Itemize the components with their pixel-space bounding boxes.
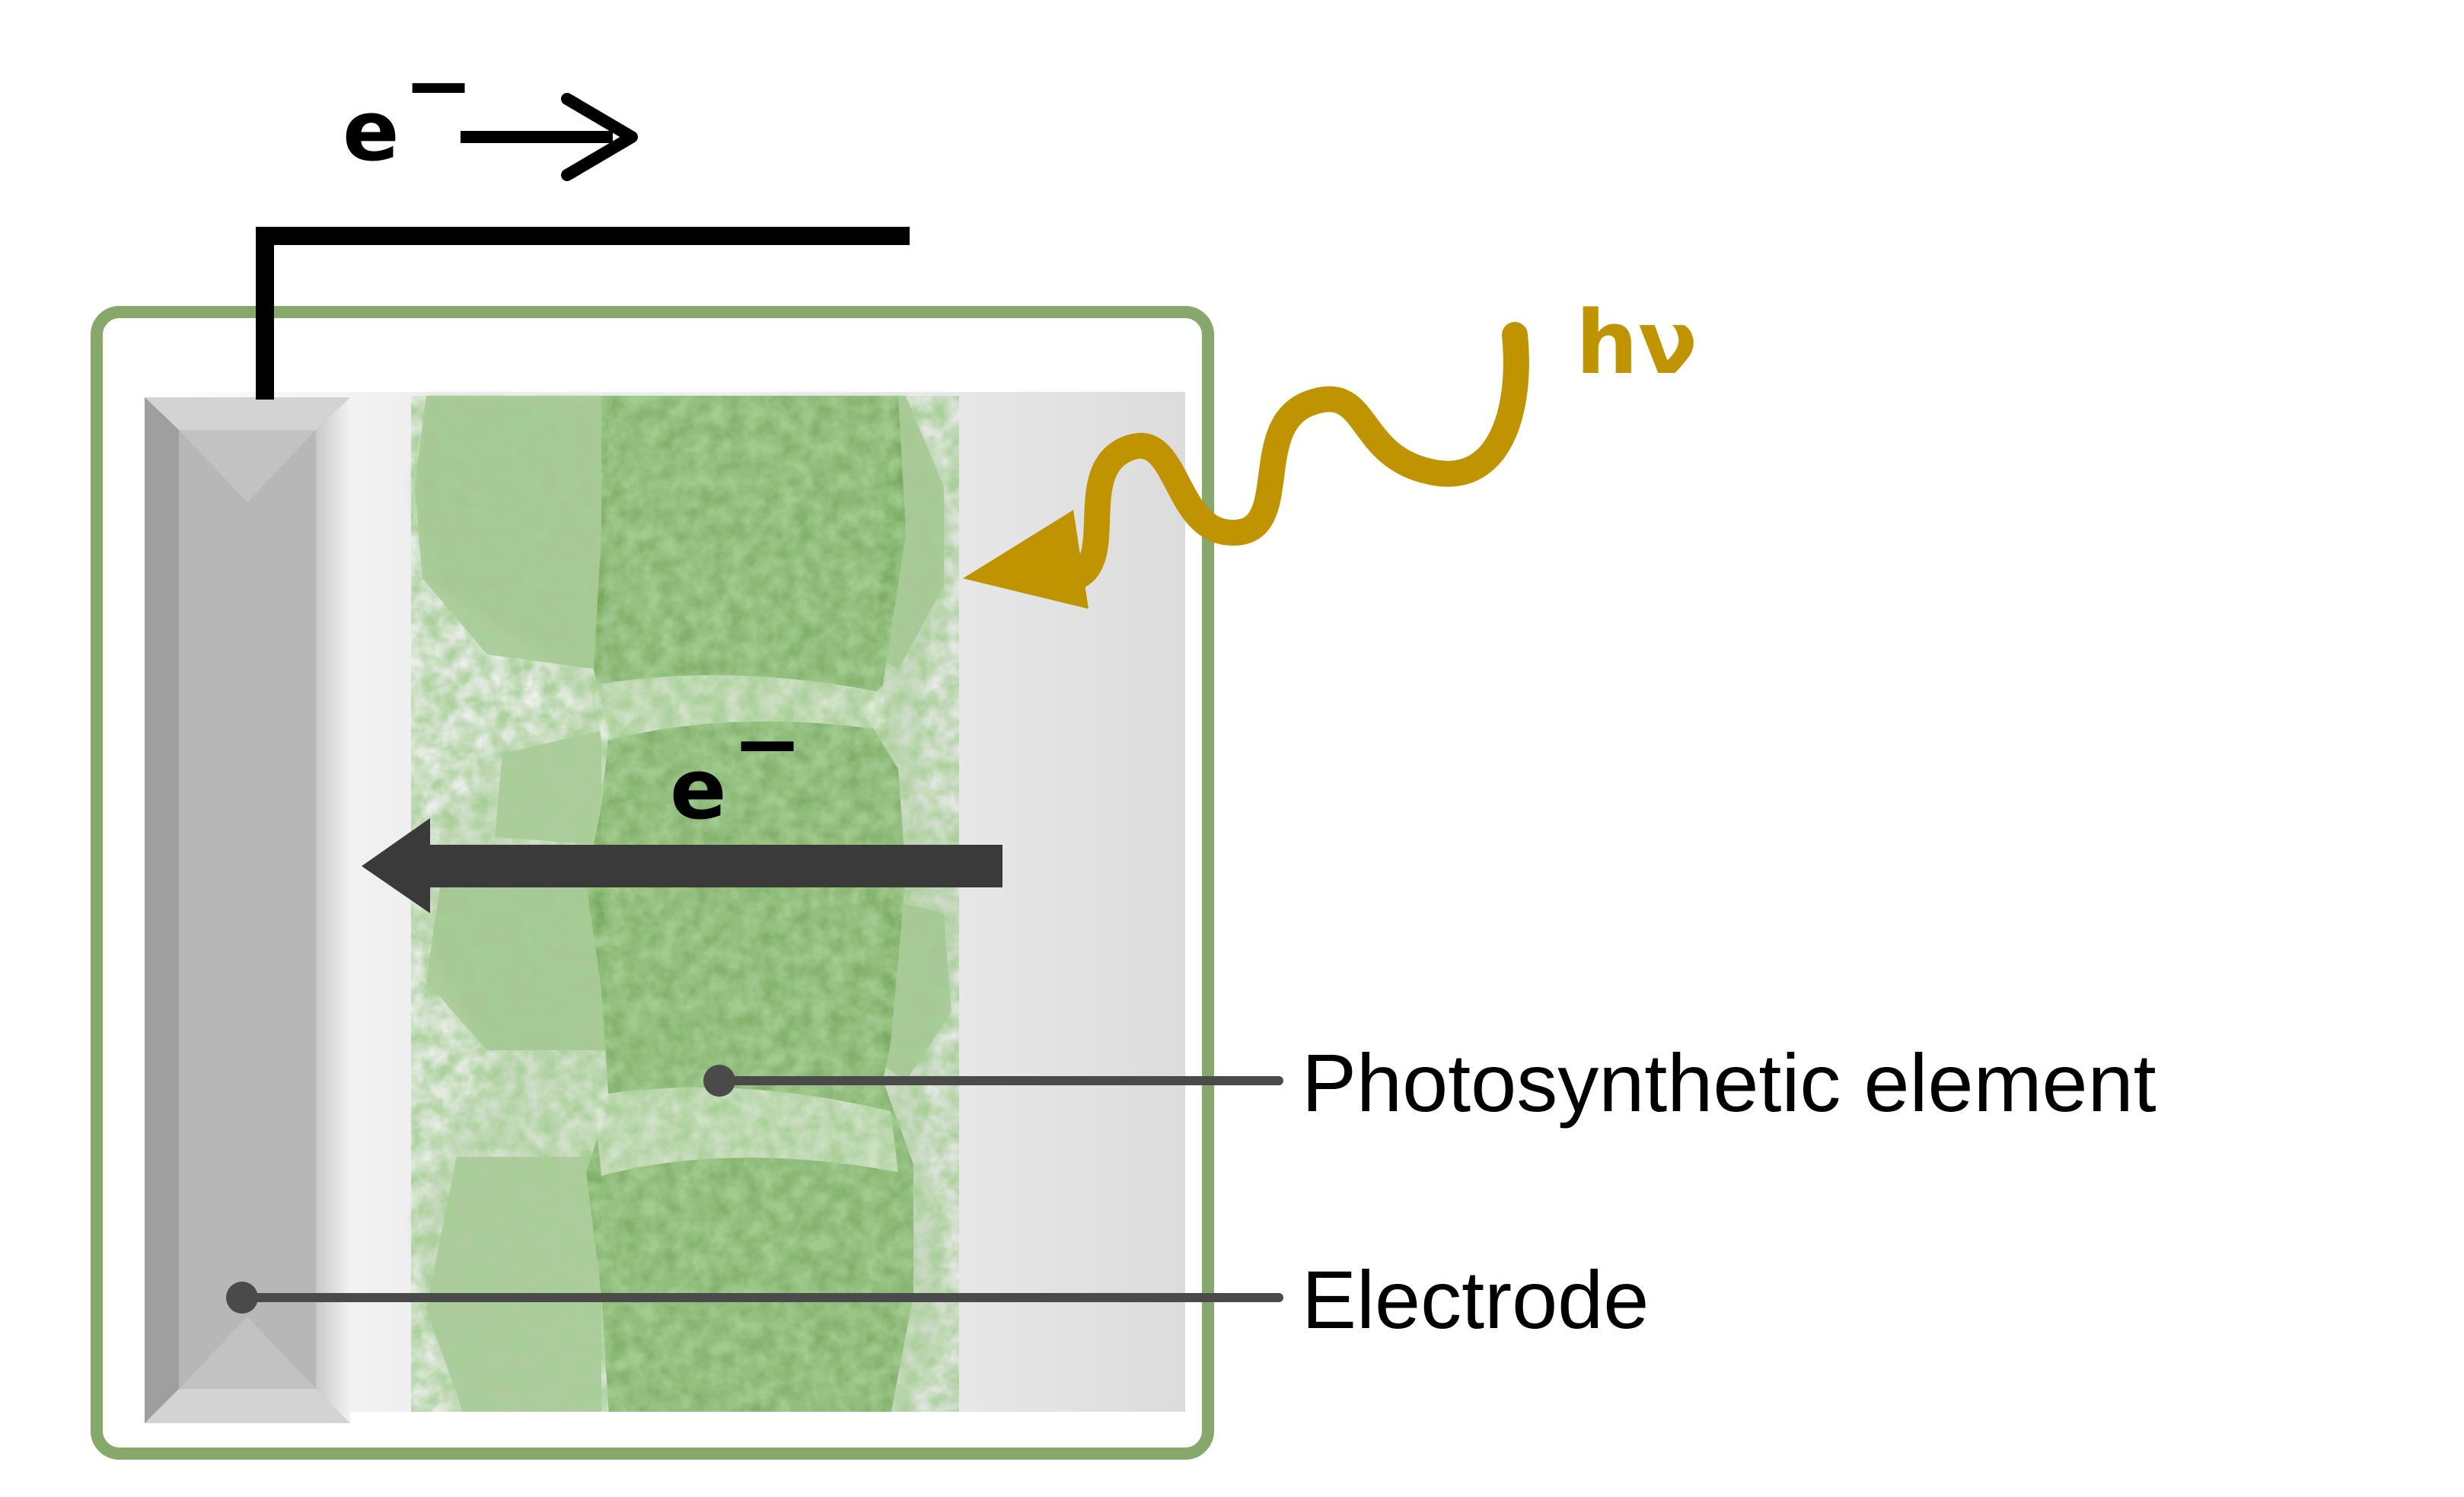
photosynthetic-element-label: Photosynthetic element: [1302, 1037, 2156, 1129]
callout-photosynthetic: [703, 1065, 1283, 1097]
electrode-face-top-shade: [179, 430, 316, 502]
electrode-bevel-bottom: [145, 1389, 350, 1423]
electron-label-top: e: [343, 82, 400, 180]
electron-label-top-superscript: −: [403, 37, 473, 134]
electrode-bevel-top: [145, 397, 350, 430]
photon-label: hν: [1576, 292, 1697, 394]
cell-border: [91, 306, 1214, 1460]
callout-electrode: [226, 1282, 1283, 1314]
electrode-face-bottom-shade: [179, 1317, 316, 1389]
electrode: [145, 397, 350, 1423]
photon-arrow: [963, 322, 1529, 609]
top-electron-arrow: [461, 93, 638, 181]
electrode-bevel-right: [316, 397, 350, 1423]
electron-transfer-arrow: [362, 818, 1002, 913]
electron-label-mid: e: [670, 741, 727, 838]
electrode-bevel-left: [145, 397, 179, 1423]
electron-label-mid-superscript: −: [732, 695, 802, 792]
photosynthetic-element: [411, 396, 959, 1412]
electrode-face: [179, 430, 316, 1389]
external-wire: [256, 227, 910, 400]
electrode-label: Electrode: [1302, 1253, 1649, 1346]
protein-texture: [411, 396, 959, 1412]
